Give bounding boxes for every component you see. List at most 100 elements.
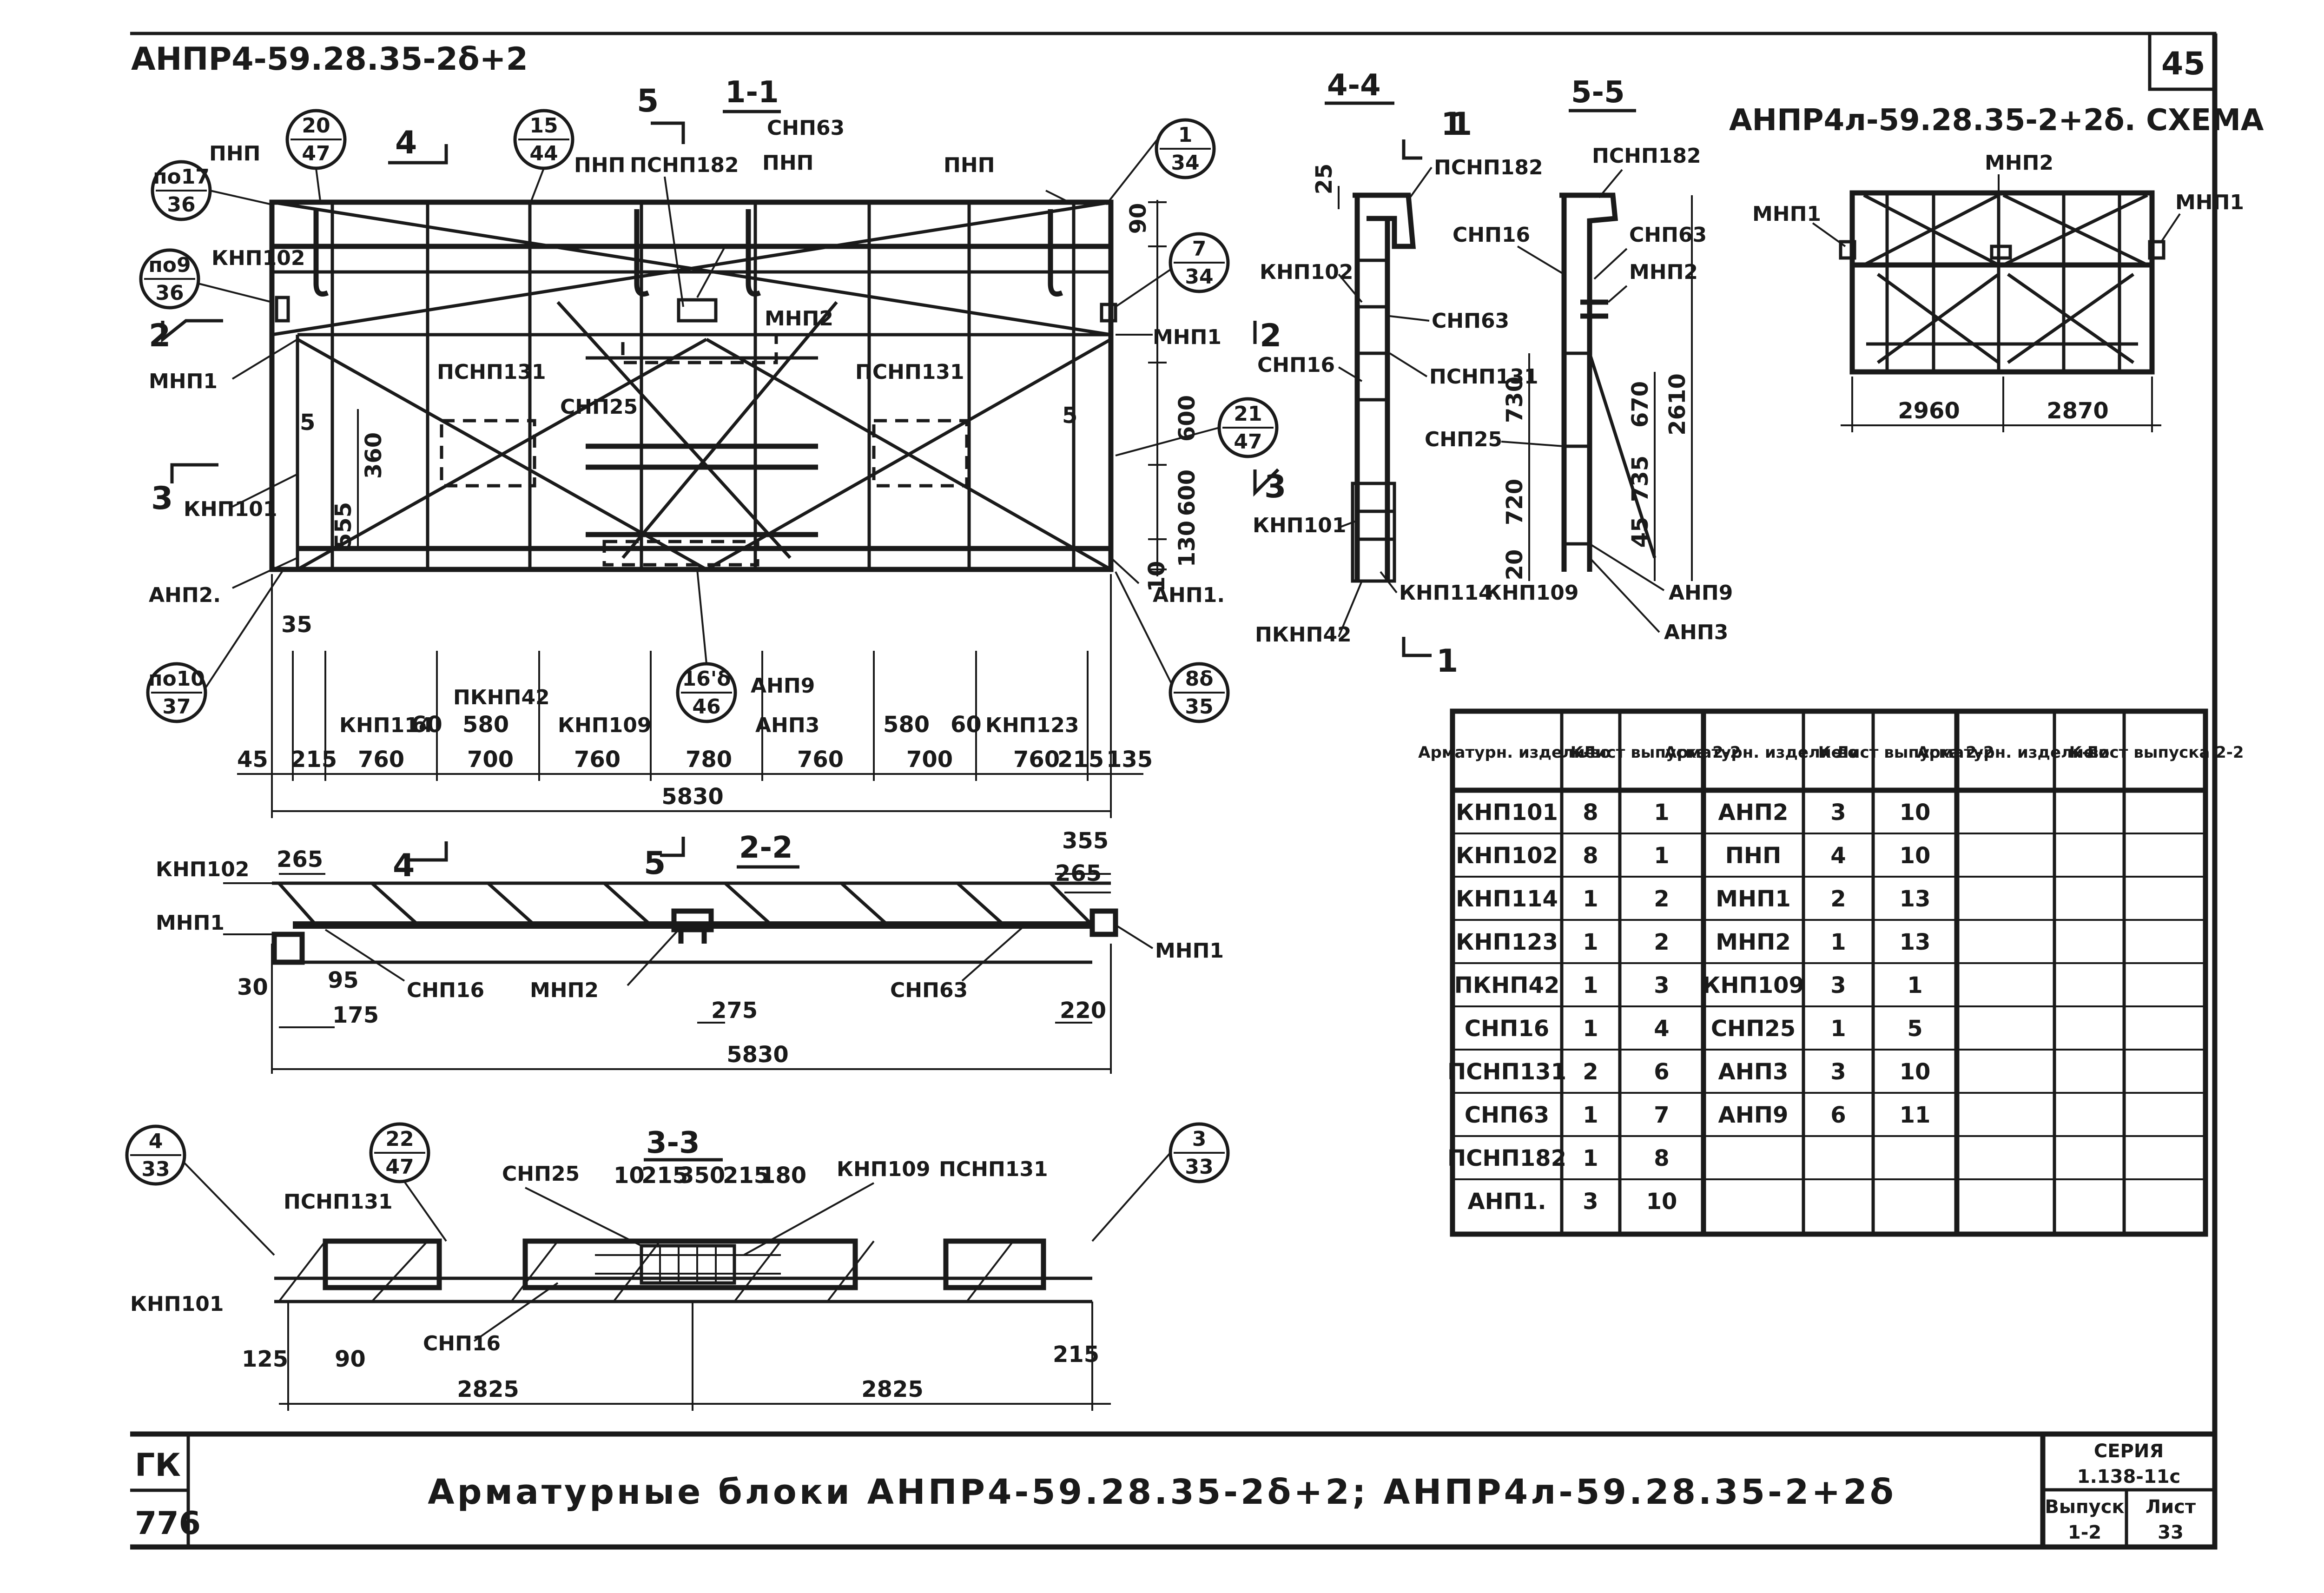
section-title-4-4: 4-4 [1327, 68, 1381, 103]
table-cell: АНП3 [1718, 1059, 1789, 1085]
label-pknp42: ПКНП42 [453, 686, 550, 709]
label-knp114: КНП114 [339, 714, 433, 737]
callout-bottom: 36 [155, 281, 184, 305]
label-knp114: КНП114 [1399, 581, 1492, 605]
schema-view: АНПР4л-59.28.35-2+2δ. СХЕМА МНП1 МНП2 МН… [1729, 103, 2264, 432]
callout-bottom: 34 [1185, 265, 1213, 289]
label-snp16: СНП16 [423, 1332, 501, 1355]
dim-700: 700 [906, 747, 953, 773]
label-anp9: АНП9 [751, 674, 815, 698]
callout-bottom: 33 [141, 1157, 170, 1181]
callout-16-46: 16'δ 46 [676, 662, 737, 723]
section-title-3-3: 3-3 [646, 1126, 700, 1160]
table-cell: 3 [1830, 972, 1846, 998]
table-cell: 6 [1830, 1102, 1846, 1128]
cut-mark-1: 1 [1441, 106, 1463, 143]
label-anp2: АНП2. [149, 583, 221, 607]
table-cell: 1 [1830, 1016, 1846, 1042]
table-cell: 1 [1583, 886, 1598, 912]
label-knp101: КНП101 [184, 497, 277, 521]
label-knp102: КНП102 [156, 858, 249, 881]
dim-730: 730 [1502, 377, 1528, 423]
dim-90: 90 [1125, 203, 1151, 234]
dim-720: 720 [1502, 479, 1528, 525]
table-cell: КНП109 [1702, 972, 1804, 998]
cut-mark-4: 4 [395, 125, 417, 161]
dim-2610: 2610 [1664, 373, 1690, 436]
dim-600: 600 [1174, 395, 1200, 442]
sheet-mark-top-left: АНПР4-59.28.35-2δ+2 [131, 41, 528, 78]
callout-top: 4 [149, 1130, 163, 1153]
callout-top: 8δ [1185, 667, 1214, 691]
dim-10: 10 [1144, 561, 1170, 592]
dim-180: 180 [760, 1163, 806, 1189]
label-pknp42: ПКНП42 [1255, 623, 1352, 647]
table-cell: 1 [1583, 972, 1598, 998]
label-mnp1: МНП1 [1752, 202, 1821, 226]
label-knp101: КНП101 [130, 1292, 224, 1316]
dim-10: 10 [614, 1163, 645, 1189]
callout-15-44: 15 44 [513, 109, 574, 170]
callout-top: 21 [1234, 402, 1262, 426]
table-cell: 1 [1583, 1102, 1598, 1128]
dim-45: 45 [237, 747, 268, 773]
main-dim-chain: 45 215 760 700 760 780 760 700 760 215 1… [237, 574, 1153, 818]
dim-20: 20 [1502, 549, 1528, 581]
dim-555: 555 [330, 502, 357, 549]
dim-2960: 2960 [1898, 398, 1960, 424]
spec-table: Арматурн. изделие К-во Лист выпуска 2-2 … [1418, 708, 2244, 1237]
callout-bottom: 44 [529, 142, 558, 165]
dim-265: 265 [277, 846, 323, 873]
cut-mark-1: 1 [1450, 106, 1472, 143]
label-mnp2: МНП2 [1985, 151, 2053, 175]
dim-600: 600 [1174, 469, 1200, 516]
label-psnp182: ПСНП182 [630, 153, 739, 177]
dim-215: 215 [641, 1163, 688, 1189]
table-cell: 8 [1583, 843, 1598, 869]
label-pnp: ПНП [209, 142, 260, 165]
section-3-3: 3-3 4 33 22 47 [125, 1122, 1230, 1411]
callout-bottom: 35 [1185, 695, 1213, 719]
table-header-cell: Арматурн. изделие [1664, 743, 1842, 762]
dim-25: 25 [1311, 164, 1337, 195]
table-cell: СНП63 [1465, 1102, 1549, 1128]
label-snp16: СНП16 [407, 978, 484, 1002]
label-mnp1: МНП1 [149, 370, 218, 393]
label-knp123: КНП123 [985, 714, 1079, 737]
callout-8-35: 8δ 35 [1169, 662, 1230, 723]
dim-45: 45 [1627, 517, 1653, 548]
table-cell: 1 [1907, 972, 1922, 998]
callout-top: по17 [153, 165, 210, 189]
label-mnp1: МНП1 [156, 911, 224, 935]
callout-bottom: 34 [1171, 151, 1199, 175]
dim-2870: 2870 [2047, 398, 2109, 424]
callout-bottom: 33 [1185, 1155, 1213, 1179]
table-cell: 5 [1907, 1016, 1922, 1042]
callout-7-34: 7 34 [1169, 232, 1230, 293]
table-cell: СНП16 [1465, 1016, 1549, 1042]
label-psnp182: ПСНП182 [1592, 144, 1701, 168]
table-cell: КНП123 [1456, 929, 1558, 955]
sheet-frame [130, 32, 2218, 1550]
sheet-value: 33 [2158, 1522, 2184, 1543]
dim-580: 580 [883, 712, 930, 738]
dim-60: 60 [411, 712, 442, 738]
section-title-1-1: 1-1 [725, 75, 779, 110]
callout-3-33: 3 33 [1169, 1122, 1230, 1183]
table-cell: ПСНП182 [1447, 1145, 1566, 1171]
table-cell: МНП1 [1716, 886, 1791, 912]
table-cell: 3 [1830, 800, 1846, 826]
label-anp1: АНП1. [1153, 583, 1225, 607]
main-callouts: 20 47 15 44 1 34 по17 36 по9 36 [139, 109, 1279, 723]
table-cell: 6 [1654, 1059, 1669, 1085]
table-cell: 1 [1583, 929, 1598, 955]
callout-bottom: 37 [162, 695, 191, 719]
table-header-cell: Лист выпуска 2-2 [2085, 743, 2244, 762]
cut-mark-4: 4 [393, 847, 415, 884]
label-pnp: ПНП [762, 151, 813, 175]
sheet-label: Лист [2146, 1496, 2196, 1518]
main-elevation [269, 199, 1117, 572]
